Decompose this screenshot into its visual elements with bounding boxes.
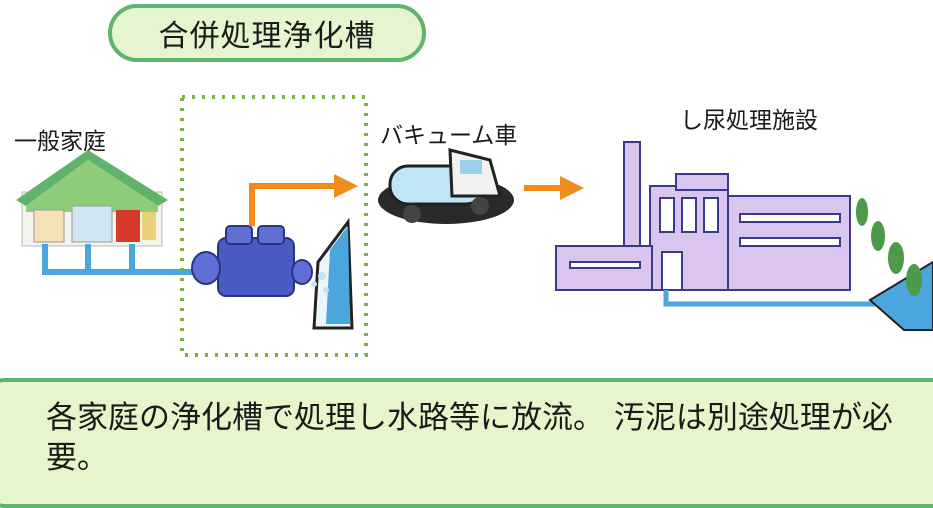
tree-icons: [856, 198, 922, 296]
river-icon: [868, 260, 933, 331]
plant-discharge-pipe: [663, 290, 910, 307]
vacuum-truck-icon: [378, 148, 514, 224]
flow-diagram: [16, 95, 933, 357]
house-label: 一般家庭: [14, 129, 106, 155]
treatment-plant-icon: [555, 141, 851, 291]
title-text: 合併処理浄化槽: [158, 19, 376, 54]
waterway-icon: [311, 217, 354, 330]
house-icon: [16, 150, 168, 247]
plant-label: し尿処理施設: [680, 108, 818, 134]
title-badge: 合併処理浄化槽: [108, 4, 426, 62]
truck-label: バキューム車: [380, 123, 518, 149]
caption-text: 各家庭の浄化槽で処理し水路等に放流。 汚泥は別途処理が必要。: [46, 400, 893, 476]
house-drain-pipes: [42, 244, 198, 275]
septic-tank-icon: [191, 225, 313, 297]
sludge-arrow-to-truck: [249, 174, 358, 226]
septic-tank-frame: [180, 95, 368, 357]
arrow-to-plant: [524, 176, 584, 200]
